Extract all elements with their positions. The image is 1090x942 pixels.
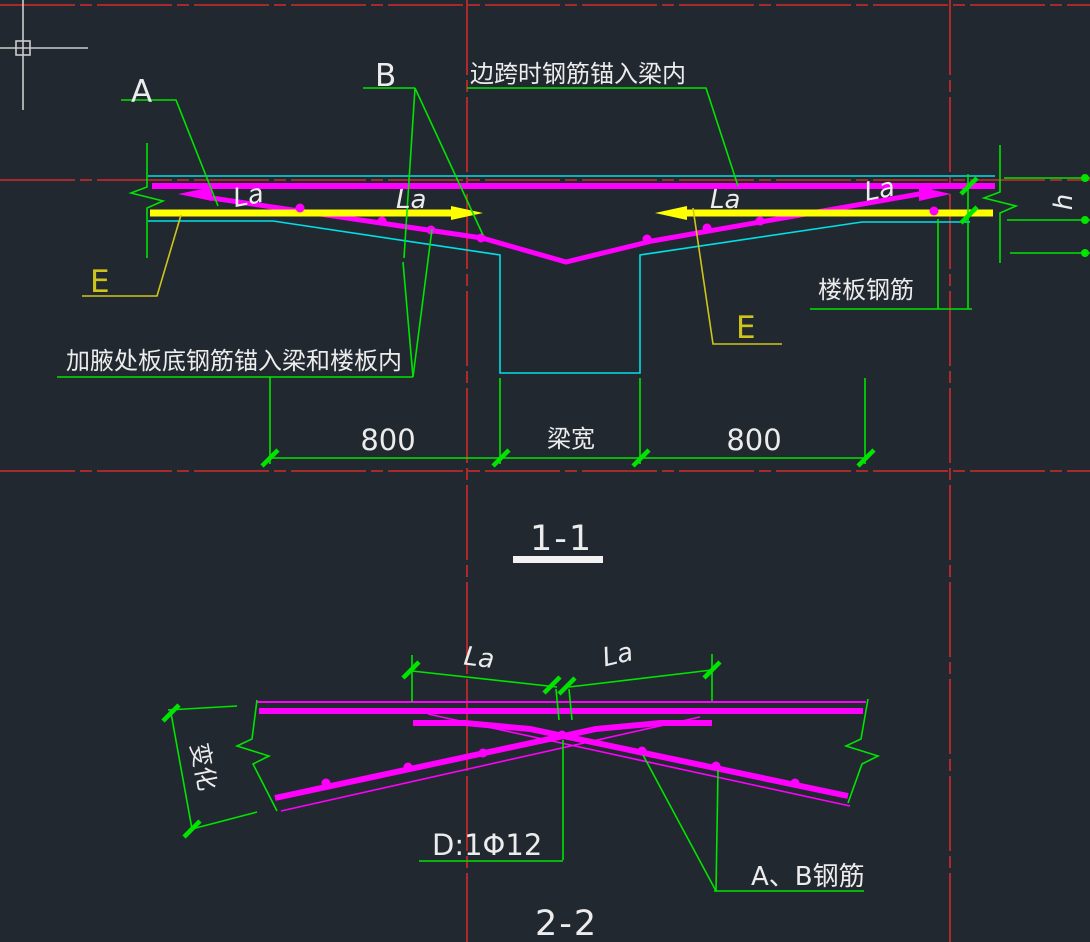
leader-b-1 [403, 87, 416, 259]
leader-e-right [692, 207, 782, 345]
la-label-1: La [231, 179, 267, 214]
rebar-dots [295, 185, 939, 244]
slab-rebar-note: 楼板钢筋 [818, 276, 914, 304]
leader-haunch-1 [402, 261, 414, 378]
section-2-2-title: 2-2 [535, 904, 598, 942]
slab2-left-edge [234, 699, 278, 812]
slab2-bottom-right [427, 713, 851, 807]
edge-span-note: 边跨时钢筋锚入梁内 [470, 60, 686, 88]
dim-800-left: 800 [360, 423, 415, 457]
leader-a [121, 99, 219, 207]
ab-bars-callout: A、B钢筋 [751, 862, 865, 892]
haunch-note: 加腋处板底钢筋锚入梁和楼板内 [66, 347, 402, 375]
leader-edge-note [467, 87, 739, 187]
la2-label-left: La [462, 642, 496, 675]
dimension-h [1004, 177, 1090, 254]
slab2-rebar-dots [321, 730, 800, 788]
slab-beam-outline [148, 175, 995, 374]
callout-e-right-label: E [736, 310, 756, 346]
leader-haunch-2 [412, 228, 433, 378]
callout-b-label: B [375, 58, 396, 94]
bent-rebar-bar [204, 190, 926, 265]
bottom-rebar-left-arrow-icon [451, 206, 483, 220]
leader-ab-2 [715, 769, 719, 892]
dimension-h-dots [1081, 174, 1089, 257]
slab2-la-dimension [411, 654, 713, 721]
slab2-dimension-ticks [161, 660, 722, 839]
d-bar-callout: D:1Φ12 [432, 828, 542, 862]
section-1-1-title: 1-1 [530, 519, 593, 559]
text-labels: A B 边跨时钢筋锚入梁内 La La La La E E 加腋处板底钢筋锚入梁… [66, 58, 1079, 942]
section-1-1 [57, 87, 1090, 563]
dim-h-label: h [1049, 194, 1079, 210]
la2-label-right: La [600, 637, 636, 673]
e-callout-leaders [82, 207, 782, 345]
title-1-1-underline [513, 556, 603, 563]
right-break-line [981, 145, 1019, 263]
la-label-3: La [710, 185, 740, 215]
dimension-ticks [260, 176, 979, 468]
section-2-2 [161, 654, 881, 892]
leader-e-left [82, 214, 182, 297]
slab2-leaders [419, 740, 864, 892]
left-break-line [128, 143, 166, 258]
callout-e-left-label: E [90, 264, 110, 300]
slab2-bottom-left [280, 716, 701, 812]
bottom-rebar-right-arrow-icon [655, 206, 687, 220]
dimension-800-beamwidth [268, 377, 868, 464]
callout-a-label: A [131, 74, 152, 110]
la-label-2: La [396, 185, 426, 215]
slab2-right-edge [843, 698, 881, 804]
crosshair-cursor-icon [0, 0, 88, 110]
la-label-4: La [862, 172, 898, 207]
slab-bottom-and-beam-outline [148, 220, 970, 374]
dim-beam-width: 梁宽 [547, 425, 595, 453]
bent-bar-a [274, 720, 712, 801]
leader-ab-1 [642, 754, 717, 892]
dim-800-right: 800 [726, 423, 781, 457]
dim-varies-label: 变化 [185, 741, 222, 793]
bent-bar-b [413, 720, 849, 799]
break-lines [128, 143, 1019, 263]
slab2-edge-breaks [234, 698, 881, 812]
leader-b-2 [414, 87, 484, 236]
bent-rebar-left-arrow-icon [178, 187, 212, 201]
leader-lines [57, 87, 972, 378]
varies-dimension [167, 705, 258, 830]
bottom-rebar-bars [150, 206, 993, 220]
